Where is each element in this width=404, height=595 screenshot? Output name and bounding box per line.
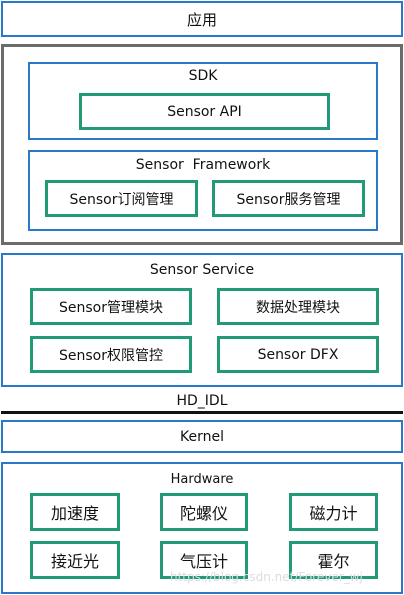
barometer-label: 气压计 bbox=[179, 552, 228, 571]
hardware-title: Hardware bbox=[170, 472, 234, 487]
hardware-item: 霍尔 bbox=[289, 541, 378, 579]
watermark: https://blog.csdn.net/Forever_wj bbox=[170, 570, 363, 584]
sensor-dfx-label: Sensor DFX bbox=[257, 346, 339, 363]
sensor-framework-title: Sensor Framework bbox=[135, 157, 271, 173]
application-label: 应用 bbox=[186, 10, 217, 29]
sensor-subscribe-label: Sensor订阅管理 bbox=[69, 191, 174, 208]
hd-idl-divider bbox=[1, 411, 403, 414]
hardware-item: 加速度 bbox=[30, 493, 120, 531]
sensor-api-module: Sensor API bbox=[79, 93, 330, 130]
hardware-item: 陀螺仪 bbox=[160, 493, 248, 531]
sensor-permission-module: Sensor权限管控 bbox=[30, 336, 192, 373]
sensor-service-mgmt-label: Sensor服务管理 bbox=[236, 191, 341, 208]
sensor-management-label: Sensor管理模块 bbox=[59, 299, 163, 316]
data-processing-module: 数据处理模块 bbox=[217, 288, 379, 325]
application-layer: 应用 bbox=[1, 1, 403, 37]
accelerometer-label: 加速度 bbox=[50, 504, 99, 523]
proximity-light-label: 接近光 bbox=[50, 552, 99, 571]
data-processing-label: 数据处理模块 bbox=[256, 299, 340, 316]
sensor-api-label: Sensor API bbox=[167, 103, 242, 120]
hardware-item: 气压计 bbox=[160, 541, 248, 579]
hd-idl-label: HD_IDL bbox=[176, 393, 228, 409]
magnetometer-label: 磁力计 bbox=[309, 504, 358, 523]
sensor-dfx-module: Sensor DFX bbox=[217, 336, 379, 373]
kernel-label: Kernel bbox=[180, 428, 224, 445]
kernel-layer: Kernel bbox=[1, 420, 403, 453]
sdk-title: SDK bbox=[188, 68, 218, 84]
sensor-permission-label: Sensor权限管控 bbox=[59, 347, 163, 364]
sensor-management-module: Sensor管理模块 bbox=[30, 288, 192, 325]
sensor-service-title: Sensor Service bbox=[149, 262, 255, 278]
sensor-service-mgmt-module: Sensor服务管理 bbox=[212, 180, 365, 217]
sensor-subscribe-module: Sensor订阅管理 bbox=[45, 180, 198, 217]
hardware-item: 磁力计 bbox=[289, 493, 378, 531]
gyroscope-label: 陀螺仪 bbox=[179, 504, 228, 523]
hall-sensor-label: 霍尔 bbox=[317, 552, 350, 571]
hardware-item: 接近光 bbox=[30, 541, 120, 579]
